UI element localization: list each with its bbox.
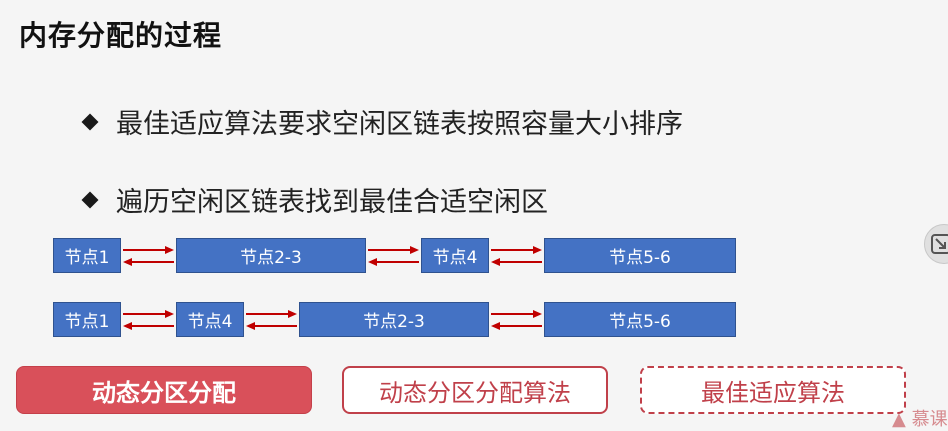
watermark-triangle-icon: ▲ [892, 409, 906, 430]
list-before-node-3: 节点4 [421, 238, 489, 273]
bullet-item-1: 最佳适应算法要求空闲区链表按照容量大小排序 [80, 102, 683, 141]
list-before-node-1: 节点1 [53, 238, 121, 273]
bullet-text-2: 遍历空闲区链表找到最佳合适空闲区 [116, 187, 548, 218]
watermark-logo: ▲ 慕课 [892, 405, 948, 431]
double-link-arrow-icon [123, 310, 174, 330]
best-fit-algorithm-button[interactable]: 最佳适应算法 [640, 366, 906, 414]
double-link-arrow-icon [491, 310, 542, 330]
list-before-node-2: 节点2-3 [176, 238, 366, 273]
side-expand-button[interactable] [924, 224, 948, 264]
bullet-text-1: 最佳适应算法要求空闲区链表按照容量大小排序 [116, 109, 683, 140]
double-link-arrow-icon [123, 246, 174, 266]
double-link-arrow-icon [491, 246, 542, 266]
dynamic-partition-algorithm-button[interactable]: 动态分区分配算法 [342, 366, 608, 414]
diamond-bullet-icon [81, 113, 99, 130]
bullet-item-2: 遍历空闲区链表找到最佳合适空闲区 [80, 180, 548, 219]
list-after-node-1: 节点1 [53, 302, 121, 337]
list-after-node-2: 节点4 [176, 302, 244, 337]
watermark-text: 慕课 [911, 409, 948, 430]
list-before-node-4: 节点5-6 [544, 238, 736, 273]
dynamic-partition-button[interactable]: 动态分区分配 [16, 366, 312, 414]
double-link-arrow-icon [368, 246, 419, 266]
double-link-arrow-icon [246, 310, 297, 330]
slide-title: 内存分配的过程 [19, 19, 223, 52]
diamond-bullet-icon [81, 191, 99, 208]
list-after-node-3: 节点2-3 [299, 302, 489, 337]
expand-arrow-icon [931, 234, 948, 254]
list-after-node-4: 节点5-6 [544, 302, 736, 337]
